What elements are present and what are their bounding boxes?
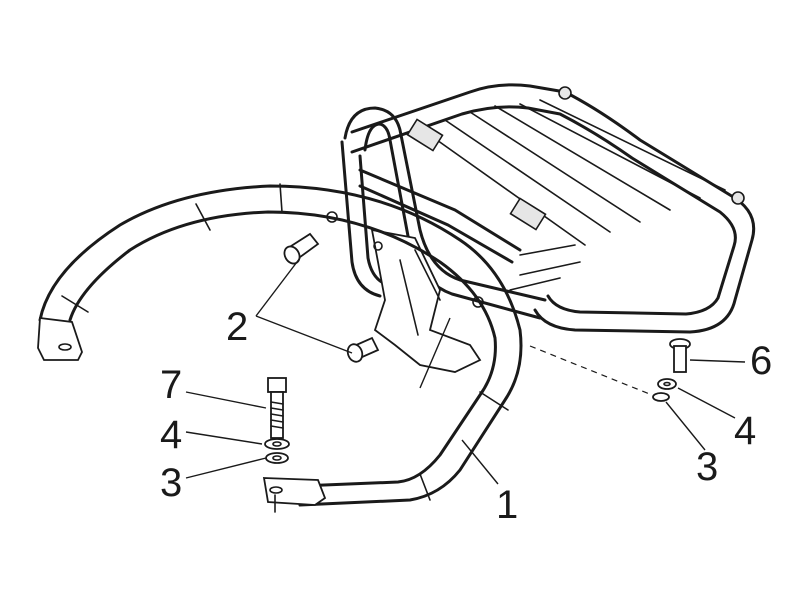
pin-lower: [346, 336, 380, 363]
pin-upper: [283, 232, 320, 265]
bolt-6: [669, 338, 691, 373]
rack-rivet-1: [558, 86, 572, 100]
rack-clamp-1: [406, 118, 444, 152]
callout-3-right: 3: [696, 445, 718, 489]
left-mounting-tab: [37, 316, 83, 361]
washer-4-right: [657, 378, 677, 390]
callout-2: 2: [226, 305, 248, 349]
mounting-bracket: [370, 228, 581, 373]
bolt-7: [267, 377, 287, 439]
callout-7: 7: [160, 363, 182, 407]
rack-clamp-2: [509, 197, 547, 231]
washer-3-right: [652, 392, 670, 402]
right-mounting-tab: [262, 477, 327, 506]
washer-3-left: [265, 452, 289, 464]
callout-4-left: 4: [160, 413, 182, 457]
assembly-axis-line: [529, 345, 653, 396]
callout-6: 6: [750, 339, 772, 383]
main-frame-tube: [37, 183, 523, 513]
rack-rivet-2: [731, 191, 745, 205]
callout-1: 1: [496, 483, 518, 527]
callout-3-left: 3: [160, 461, 182, 505]
leader-lines: [185, 257, 746, 485]
washer-4-left: [264, 438, 290, 450]
luggage-rack-platform: [350, 83, 756, 334]
callout-4-right: 4: [734, 409, 756, 453]
